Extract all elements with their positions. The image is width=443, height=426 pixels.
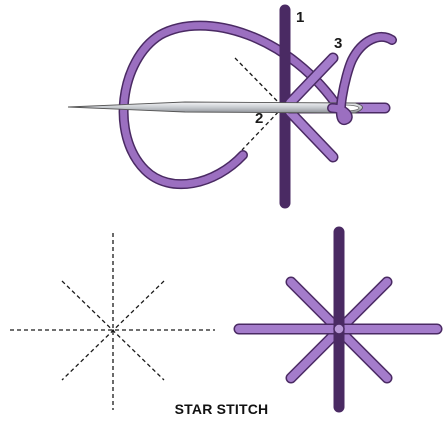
- stitch-diagonal-lower: [290, 112, 333, 157]
- diagram-caption: STAR STITCH: [0, 401, 443, 417]
- point-label-3: 3: [334, 35, 342, 52]
- step-illustration: 1 3 2: [68, 9, 392, 203]
- needle: [68, 102, 363, 113]
- finished-star-stitch: [239, 232, 437, 407]
- point-label-1: 1: [296, 9, 304, 26]
- guide-star: [10, 233, 215, 410]
- point-label-2: 2: [255, 110, 263, 127]
